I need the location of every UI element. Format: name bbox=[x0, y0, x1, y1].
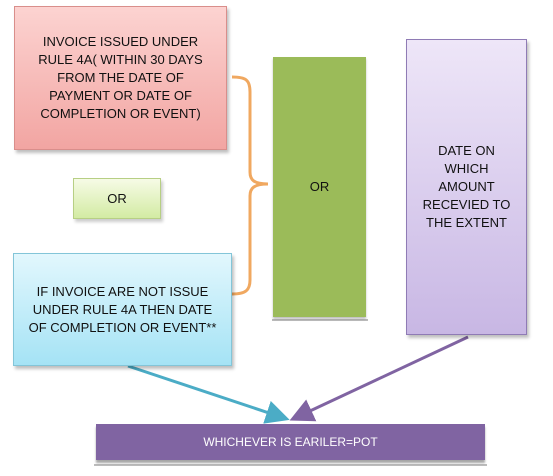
arrow-from-not-issued bbox=[127, 364, 290, 424]
invoice-issued-box: INVOICE ISSUED UNDER RULE 4A( WITHIN 30 … bbox=[14, 6, 227, 150]
invoice-not-issued-box: IF INVOICE ARE NOT ISSUE UNDER RULE 4A T… bbox=[13, 253, 232, 366]
arrow-from-date-on bbox=[289, 335, 469, 422]
date-amount-received-text: DATE ON WHICH AMOUNT RECEVIED TO THE EXT… bbox=[422, 143, 511, 230]
invoice-not-issued-text: IF INVOICE ARE NOT ISSUE UNDER RULE 4A T… bbox=[28, 283, 217, 335]
or-green-text: OR bbox=[309, 179, 330, 194]
or-green-box: OR bbox=[273, 57, 366, 317]
point-of-taxation-box: WHICHEVER IS EARILER=POT bbox=[96, 424, 485, 460]
invoice-issued-text: INVOICE ISSUED UNDER RULE 4A( WITHIN 30 … bbox=[38, 34, 203, 121]
date-amount-received-box: DATE ON WHICH AMOUNT RECEVIED TO THE EXT… bbox=[406, 39, 527, 335]
or-small-box: OR bbox=[73, 178, 161, 219]
point-of-taxation-text: WHICHEVER IS EARILER=POT bbox=[203, 435, 378, 449]
curly-brace bbox=[231, 75, 269, 296]
or-small-text: OR bbox=[107, 190, 127, 206]
